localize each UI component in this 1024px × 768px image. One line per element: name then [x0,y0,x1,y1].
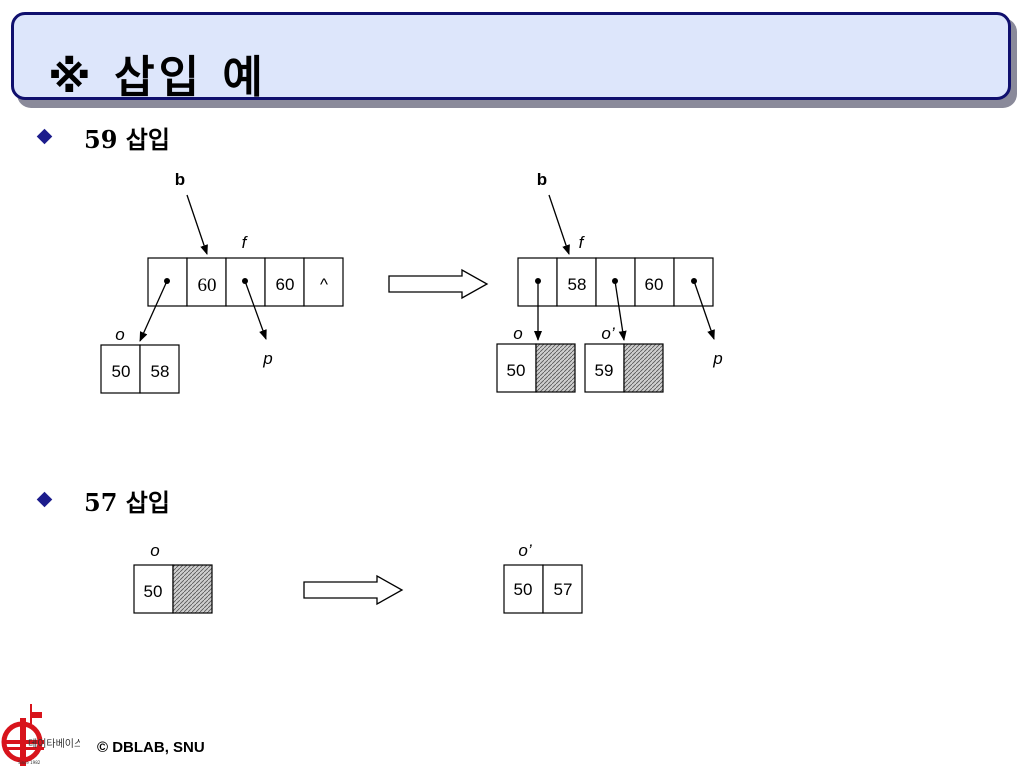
leaf-cell-value: 50 [144,582,163,601]
label-p: p [262,349,272,368]
leaf-cell-value: 58 [151,362,170,381]
diagram1-after: 58 60 50 59 b f o o’ p [496,170,723,393]
leaf-cell-value: 59 [595,361,614,380]
copyright-text: © DBLAB, SNU [97,739,205,756]
pointer-arrow [244,280,267,340]
section-heading-57: 57 삽입 [84,488,170,517]
leaf-node-o-prime: 59 [584,343,664,393]
leaf-cell-value: 50 [507,361,526,380]
leaf-cell-value: 50 [514,580,533,599]
label-o: o [513,324,522,343]
page-title: ※ 삽입 예 [48,52,267,103]
bucket-cell-value: 60 [645,275,664,294]
pointer-arrow [693,280,715,340]
leaf-node: 50 58 [100,344,180,394]
title-banner: ※ 삽입 예 [11,12,1011,103]
dblab-logo: 데이타베이스 Since 1982 [1,704,80,766]
label-o-prime: o’ [601,324,614,343]
leaf-node-o: 50 [496,343,576,393]
logo-text: 데이타베이스 [28,738,80,750]
label-f: f [579,233,586,252]
leaf-cell-value: 57 [554,580,573,599]
pointer-arrow [548,194,570,255]
label-o: o [150,541,159,560]
label-f: f [242,233,249,252]
bucket-node: 60 60 ^ [147,257,344,307]
bucket-node: 58 60 [517,257,714,307]
transform-arrow-icon [388,268,489,300]
transform-arrow-icon [303,574,404,606]
pointer-arrow [614,280,627,341]
pointer-arrow [186,194,208,255]
bucket-cell-value: 60 [198,275,217,296]
bucket-cell-value: ^ [320,275,328,294]
label-b: b [175,170,185,189]
diagram1-before: 60 60 ^ 50 58 b f o p [100,170,344,394]
bucket-cell-value: 60 [276,275,295,294]
leaf-cell-value: 50 [112,362,131,381]
pointer-arrow [139,280,168,342]
label-o: o [115,325,124,344]
label-p: p [712,349,722,368]
section-heading-59: 59 삽입 [84,125,170,154]
label-b: b [537,170,547,189]
label-o-prime: o’ [518,541,531,560]
logo-since: Since 1982 [18,760,41,765]
bucket-cell-value: 58 [568,275,587,294]
diagram2-before: 50 o [133,541,213,614]
diagram2-after: 50 57 o’ [503,541,583,614]
